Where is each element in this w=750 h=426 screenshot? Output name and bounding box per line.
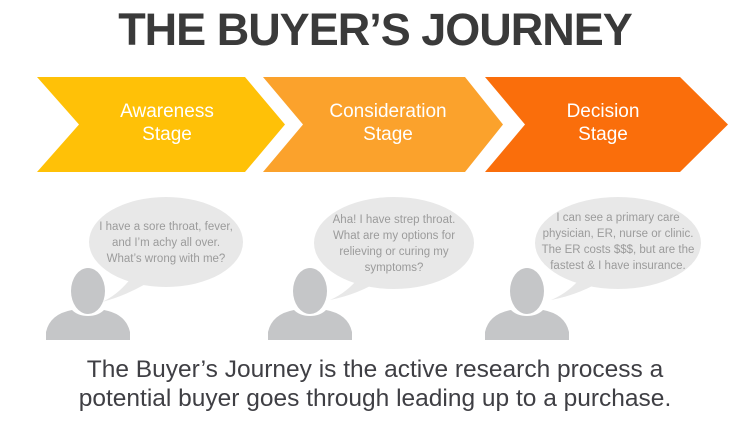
consideration-stage-label-line1: Consideration [329, 101, 447, 122]
caption-line1: The Buyer’s Journey is the active resear… [86, 356, 664, 383]
speech-bubble-2-text: Aha! I have strep throat. What are my op… [312, 212, 476, 276]
speech-bubble-3 [535, 197, 701, 300]
decision-stage-arrow [485, 77, 728, 172]
person-1-torso [46, 310, 130, 340]
consideration-stage-label: Consideration Stage [287, 100, 489, 146]
speech-bubble-2-line: Aha! I have strep throat. [332, 214, 456, 226]
speech-bubble-1-line: What’s wrong with me? [106, 253, 226, 265]
stage-arrows [37, 77, 728, 172]
figures-graphic [46, 197, 701, 340]
decision-stage-label-line1: Decision [566, 101, 640, 122]
person-silhouette-1 [46, 268, 130, 340]
speech-bubble-3-line: I can see a primary care [556, 212, 680, 224]
awareness-stage-label: Awareness Stage [62, 100, 272, 146]
speech-bubble-3-line: fastest & I have insurance. [550, 260, 686, 272]
person-silhouette-3 [485, 268, 569, 340]
speech-bubble-2-body [314, 197, 474, 289]
awareness-stage-label-line1: Awareness [120, 101, 214, 122]
speech-bubble-1-line: I have a sore throat, fever, [99, 221, 233, 233]
speech-bubble-1 [89, 197, 243, 302]
consideration-stage-label-line2: Stage [363, 124, 413, 145]
awareness-stage-arrow [37, 77, 285, 172]
speech-bubble-2 [314, 197, 474, 300]
speech-bubble-3-body [535, 197, 701, 289]
speech-bubble-2-tail [330, 276, 384, 300]
caption-line2: potential buyer goes through leading up … [78, 385, 672, 412]
person-2-torso [268, 310, 352, 340]
decision-stage-label-line2: Stage [578, 124, 628, 145]
speech-bubble-1-line: and I’m achy all over. [111, 237, 221, 249]
person-3-torso [485, 310, 569, 340]
speech-bubble-3-line: physician, ER, nurse or clinic. [542, 228, 694, 240]
speech-bubble-2-line: What are my options for [332, 230, 456, 242]
person-1-head [71, 268, 105, 314]
speech-bubble-3-tail [551, 276, 606, 300]
speech-bubble-3-text: I can see a primary care physician, ER, … [528, 210, 708, 274]
consideration-stage-arrow [263, 77, 503, 172]
person-3-head [510, 268, 544, 314]
speech-bubble-1-body [89, 197, 243, 287]
speech-bubble-3-line: The ER costs $$$, but are the [541, 244, 695, 256]
speech-bubble-1-tail [102, 274, 158, 302]
speech-bubble-1-text: I have a sore throat, fever, and I’m ach… [88, 219, 244, 267]
speech-bubble-2-line: symptoms? [364, 262, 424, 274]
person-2-head [293, 268, 327, 314]
page-title: THE BUYER’S JOURNEY [118, 4, 633, 55]
speech-bubble-2-line: relieving or curing my [339, 246, 449, 258]
decision-stage-label: Decision Stage [505, 100, 701, 146]
awareness-stage-label-line2: Stage [142, 124, 192, 145]
caption: The Buyer’s Journey is the active resear… [0, 355, 750, 413]
person-silhouette-2 [268, 268, 352, 340]
